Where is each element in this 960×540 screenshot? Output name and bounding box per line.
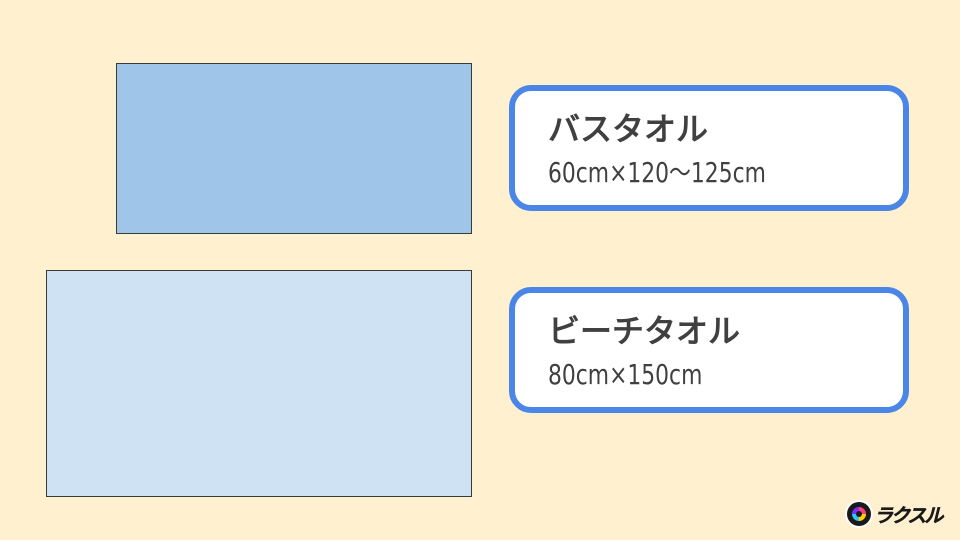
brand-logo-icon (847, 502, 871, 526)
bath-towel-name: バスタオル (548, 110, 709, 148)
bath-towel-label-box: バスタオル 60cm×120～125cm (509, 85, 909, 211)
bath-towel-rectangle (116, 63, 472, 234)
beach-towel-rectangle (46, 270, 472, 497)
beach-towel-size: 80cm×150cm (548, 358, 703, 391)
brand-name: ラクスル (874, 504, 944, 527)
brand-logo: ラクスル (847, 500, 944, 528)
beach-towel-label-box: ビーチタオル 80cm×150cm (509, 287, 909, 413)
beach-towel-name: ビーチタオル (548, 312, 741, 350)
bath-towel-size: 60cm×120～125cm (548, 156, 766, 189)
